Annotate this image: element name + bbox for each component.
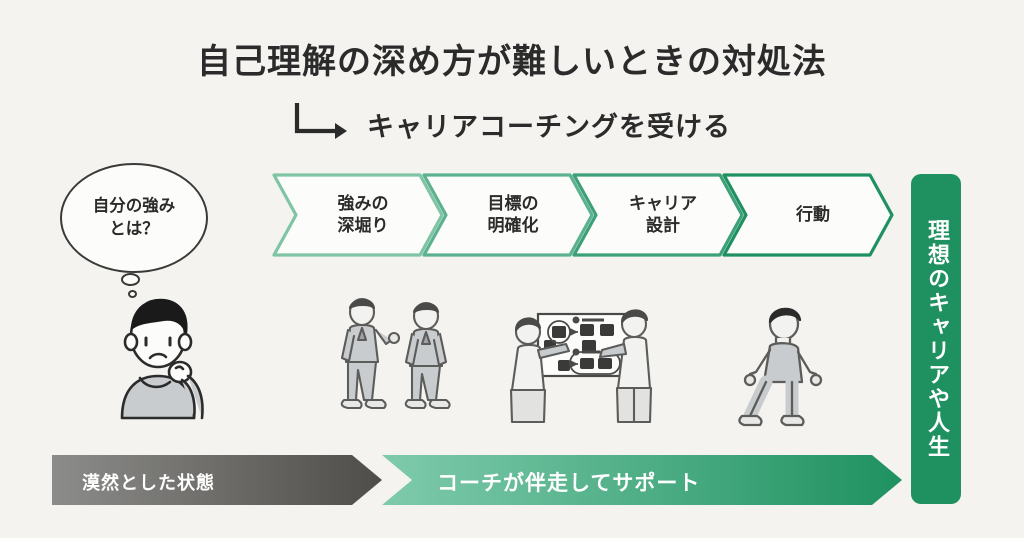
- step-chevron-2[interactable]: 目標の 明確化: [422, 173, 594, 257]
- step-label-4-line1: 行動: [796, 204, 830, 225]
- journey-bars: 漠然とした状態 コーチが伴走してサポート: [52, 455, 912, 505]
- step-chevron-4[interactable]: 行動: [722, 173, 894, 257]
- process-steps: 強みの 深堀り 目標の 明確化 キャリア 設計: [272, 173, 894, 257]
- goal-bar: 理想のキャリアや人生: [911, 174, 961, 504]
- step-chevron-3[interactable]: キャリア 設計: [572, 173, 744, 257]
- page-subtitle: キャリアコーチングを受ける: [367, 111, 731, 143]
- two-people-talking-illustration: [340, 297, 451, 410]
- thought-bubble: 自分の強み とは？: [52, 163, 242, 298]
- walking-person-illustration: [738, 307, 823, 427]
- step-chevron-1[interactable]: 強みの 深堀り: [272, 173, 444, 257]
- step-label-3-line2: 設計: [646, 216, 680, 236]
- step-label-1: 強みの 深堀り: [328, 193, 389, 238]
- step-label-1-line2: 深堀り: [337, 216, 389, 236]
- subtitle-row: キャリアコーチングを受ける: [0, 103, 1024, 145]
- thought-bubble-line1: 自分の強み: [92, 196, 176, 216]
- whiteboard-planning-illustration: [509, 309, 653, 424]
- thought-bubble-dot-large: [121, 273, 140, 286]
- thought-bubble-line2: とは？: [109, 219, 159, 238]
- thought-bubble-dot-small: [128, 290, 137, 298]
- bar-label-initial-state: 漠然とした状態: [82, 473, 215, 494]
- thought-bubble-body: 自分の強み とは？: [60, 163, 208, 273]
- page-title: 自己理解の深め方が難しいときの対処法: [197, 42, 827, 82]
- step-label-1-line1: 強みの: [337, 193, 389, 214]
- elbow-arrow-icon: [294, 103, 347, 139]
- step-label-4: 行動: [786, 204, 830, 226]
- goal-bar-label: 理想のキャリアや人生: [924, 219, 949, 459]
- step-label-3-line1: キャリア: [629, 193, 697, 214]
- thinking-person-illustration: [120, 298, 204, 420]
- step-label-2-line2: 明確化: [487, 216, 539, 236]
- bar-label-coach-support: コーチが伴走してサポート: [437, 471, 701, 495]
- step-label-2-line1: 目標の: [487, 193, 539, 214]
- step-label-2: 目標の 明確化: [478, 193, 539, 238]
- step-label-3: キャリア 設計: [619, 193, 697, 238]
